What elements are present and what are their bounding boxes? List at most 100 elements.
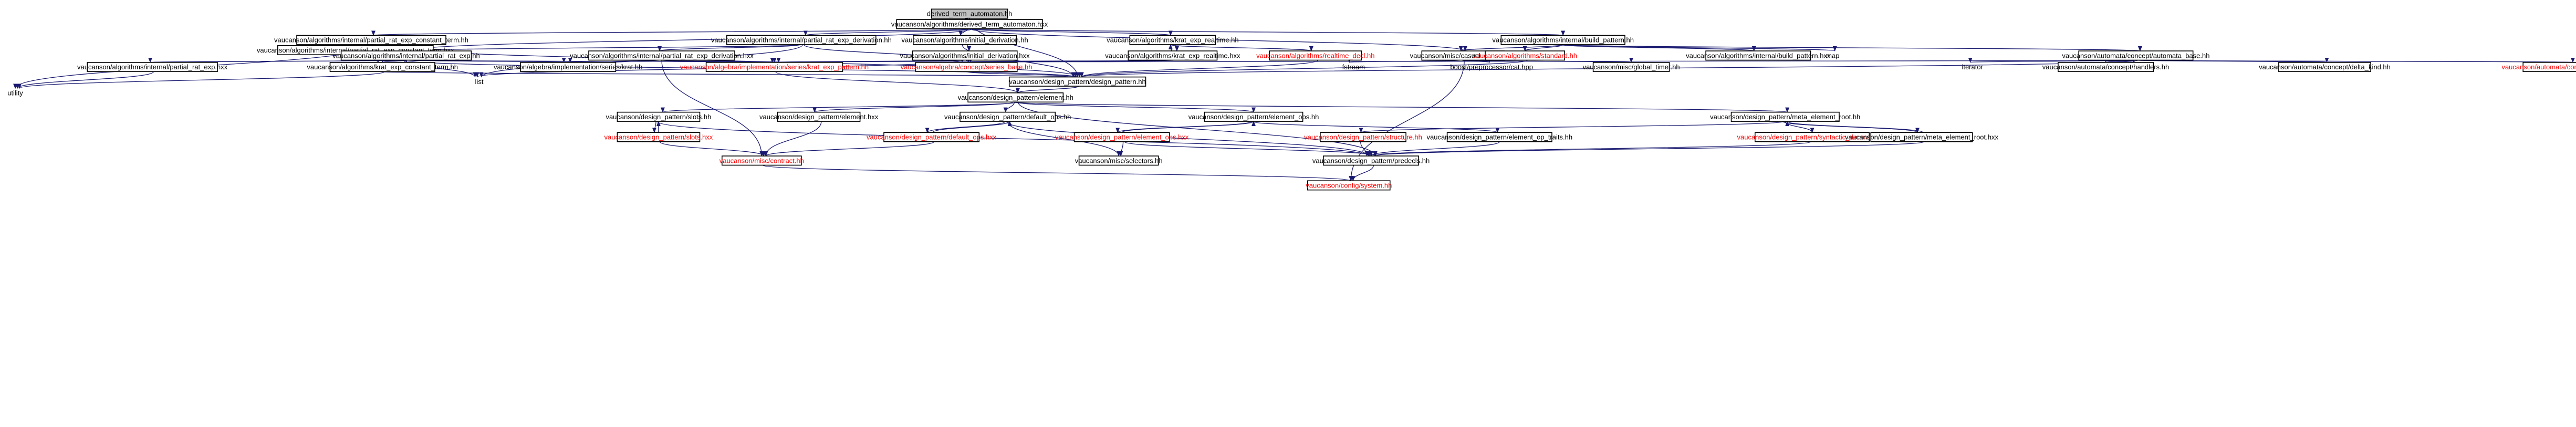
file-node-mer-hh[interactable]: vaucanson/design_pattern/meta_element_ro… — [1710, 111, 1860, 122]
file-node-bp-hh[interactable]: vaucanson/algorithms/internal/build_patt… — [1492, 35, 1634, 45]
dependency-edge — [379, 71, 1075, 78]
file-node-box — [1323, 155, 1419, 166]
dependency-edge — [1170, 44, 1313, 51]
file-node-delta[interactable]: vaucanson/automata/concept/delta_kind.hh — [2259, 62, 2391, 72]
file-node-handlers[interactable]: vaucanson/automata/concept/handlers.hh — [2042, 62, 2169, 72]
file-node-label: vaucanson/automata/concept/automata_base… — [2501, 63, 2576, 71]
file-node-root[interactable]: derived_term_automaton.hh — [927, 8, 1013, 19]
file-node-element-hh[interactable]: vaucanson/design_pattern/element.hh — [958, 92, 1073, 103]
dependency-edge — [1007, 121, 1121, 157]
dependency-edge — [1563, 44, 1837, 51]
dependency-edge — [962, 57, 2134, 63]
dependency-edge — [804, 28, 973, 36]
file-node-label: vaucanson/misc/global_timer.hh — [1583, 63, 1680, 71]
file-node-box — [1755, 132, 1870, 142]
file-node-slots-hxx[interactable]: vaucanson/design_pattern/slots.hxx — [604, 132, 713, 142]
file-node-standard[interactable]: vaucanson/algorithms/standard.hh — [1473, 50, 1577, 61]
file-node-contract[interactable]: vaucanson/misc/contract.hh — [719, 155, 804, 166]
file-node-box — [915, 62, 1018, 72]
file-node-label: vaucanson/misc/contract.hh — [719, 157, 804, 164]
file-node-global-timer[interactable]: vaucanson/misc/global_timer.hh — [1583, 62, 1680, 72]
dependency-edge — [1015, 101, 1256, 113]
file-node-box — [617, 132, 701, 142]
file-node-label: vaucanson/algorithms/realtime_decl.hh — [1256, 51, 1374, 59]
file-node-label: vaucanson/algorithms/krat_exp_realtime.h… — [1107, 36, 1238, 44]
file-node-label: vaucanson/algorithms/internal/partial_ra… — [570, 51, 754, 59]
file-node-ideriv-hxx[interactable]: vaucanson/algorithms/initial_derivation.… — [900, 50, 1030, 61]
dependency-edge — [969, 28, 1565, 36]
file-node-krat-ct-hh[interactable]: vaucanson/algorithms/krat_exp_constant_t… — [307, 62, 458, 72]
file-node-ab-hh[interactable]: vaucanson/automata/concept/automata_base… — [2062, 50, 2209, 61]
file-nodes: derived_term_automaton.hhvaucanson/algor… — [7, 8, 2576, 191]
file-node-bp-hxx[interactable]: vaucanson/algorithms/internal/build_patt… — [1686, 50, 1831, 61]
file-node-box — [912, 50, 1018, 61]
file-node-eop-traits[interactable]: vaucanson/design_pattern/element_op_trai… — [1427, 132, 1573, 142]
file-node-series-base[interactable]: vaucanson/algebra/concept/series_base.hh — [901, 62, 1033, 72]
file-node-system[interactable]: vaucanson/config/system.hh — [1306, 180, 1392, 191]
file-node-pre-hh[interactable]: vaucanson/algorithms/internal/partial_ra… — [332, 50, 480, 61]
file-node-box — [1320, 132, 1406, 142]
file-node-selectors[interactable]: vaucanson/misc/selectors.hh — [1075, 155, 1163, 166]
file-node-box — [1870, 132, 1973, 142]
file-node-label: vaucanson/automata/concept/delta_kind.hh — [2259, 63, 2391, 71]
dependency-edge — [812, 101, 1014, 113]
file-node-dta-hxx[interactable]: vaucanson/algorithms/derived_term_automa… — [891, 19, 1048, 29]
dependency-edge — [1168, 44, 1173, 51]
file-node-label: vaucanson/design_pattern/meta_element_ro… — [1710, 113, 1860, 121]
file-node-prec-term-hh[interactable]: vaucanson/algorithms/internal/partial_ra… — [274, 35, 468, 45]
file-node-box — [913, 35, 1017, 45]
file-node-box — [2278, 62, 2371, 72]
file-node-krat-pattern[interactable]: vaucanson/algebra/implementation/series/… — [680, 62, 869, 72]
file-node-label: vaucanson/algebra/concept/series_base.hh — [901, 63, 1033, 71]
file-node-eops-hh[interactable]: vaucanson/design_pattern/element_ops.hh — [1188, 111, 1319, 122]
dependency-edge — [763, 164, 1353, 182]
dependency-edge — [656, 121, 1371, 157]
dependency-edge — [1785, 121, 1924, 133]
file-node-mer-hxx[interactable]: vaucanson/design_pattern/meta_element_ro… — [1845, 132, 1998, 142]
file-node-krt-hxx[interactable]: vaucanson/algorithms/krat_exp_realtime.h… — [1105, 50, 1240, 61]
file-node-box — [883, 132, 980, 142]
dependency-edge — [1006, 121, 1371, 157]
file-node-box — [705, 62, 843, 72]
file-node-box — [1078, 155, 1159, 166]
file-node-pred-hh[interactable]: vaucanson/algorithms/internal/partial_ra… — [711, 35, 892, 45]
dependency-edge — [1252, 121, 1499, 133]
file-node-rt-decl[interactable]: vaucanson/algorithms/realtime_decl.hh — [1256, 50, 1375, 61]
file-node-structure[interactable]: vaucanson/design_pattern/structure.hh — [1304, 132, 1422, 142]
file-node-dops-hxx[interactable]: vaucanson/design_pattern/default_ops.hxx — [867, 132, 997, 142]
file-node-slots-hh[interactable]: vaucanson/design_pattern/slots.hh — [606, 111, 711, 122]
file-node-box — [617, 111, 701, 122]
file-node-box — [1705, 50, 1811, 61]
file-node-krt-hh[interactable]: vaucanson/algorithms/krat_exp_realtime.h… — [1107, 35, 1239, 45]
file-node-krat-hh[interactable]: vaucanson/algebra/implementation/series/… — [494, 62, 642, 72]
dependency-edge — [775, 71, 1020, 93]
dependency-edge — [1560, 44, 1756, 51]
file-node-box — [960, 111, 1056, 122]
file-node-label: vaucanson/algorithms/internal/partial_ra… — [332, 51, 479, 59]
file-node-ab-hxx[interactable]: vaucanson/automata/concept/automata_base… — [2501, 62, 2576, 72]
file-node-syn-dec[interactable]: vaucanson/design_pattern/syntactic_decor… — [1737, 132, 1887, 142]
file-node-label: vaucanson/algorithms/krat_exp_constant_t… — [307, 63, 458, 71]
dependency-edge — [1124, 141, 1378, 157]
file-node-eops-hxx[interactable]: vaucanson/design_pattern/element_ops.hxx — [1055, 132, 1189, 142]
file-node-pre-hxx[interactable]: vaucanson/algorithms/internal/partial_ra… — [77, 62, 228, 72]
dependency-edge — [962, 44, 1076, 78]
file-node-predecls[interactable]: vaucanson/design_pattern/predecls.hh — [1312, 155, 1430, 166]
file-node-ideriv-hh[interactable]: vaucanson/algorithms/initial_derivation.… — [901, 35, 1028, 45]
dependency-edge — [764, 121, 822, 157]
dependency-edge — [1359, 121, 1785, 133]
file-node-element-hxx[interactable]: vaucanson/design_pattern/element.hxx — [759, 111, 879, 122]
dependency-edge — [1080, 59, 1528, 78]
file-node-label: vaucanson/algorithms/initial_derivation.… — [900, 51, 1030, 59]
dependency-edge — [1017, 102, 1378, 157]
file-node-box — [340, 50, 472, 61]
file-node-design-pattern[interactable]: vaucanson/design_pattern/design_pattern.… — [1008, 76, 1146, 87]
dependency-edge — [17, 71, 385, 89]
file-node-dops-hh[interactable]: vaucanson/design_pattern/default_ops.hh — [944, 111, 1071, 122]
dependency-edge — [967, 44, 972, 51]
file-node-pred-hxx[interactable]: vaucanson/algorithms/internal/partial_ra… — [570, 50, 754, 61]
file-node-box — [1446, 132, 1552, 142]
file-node-label: vaucanson/automata/concept/handlers.hh — [2042, 63, 2169, 71]
file-node-label: vaucanson/design_pattern/element_ops.hxx — [1055, 133, 1189, 141]
